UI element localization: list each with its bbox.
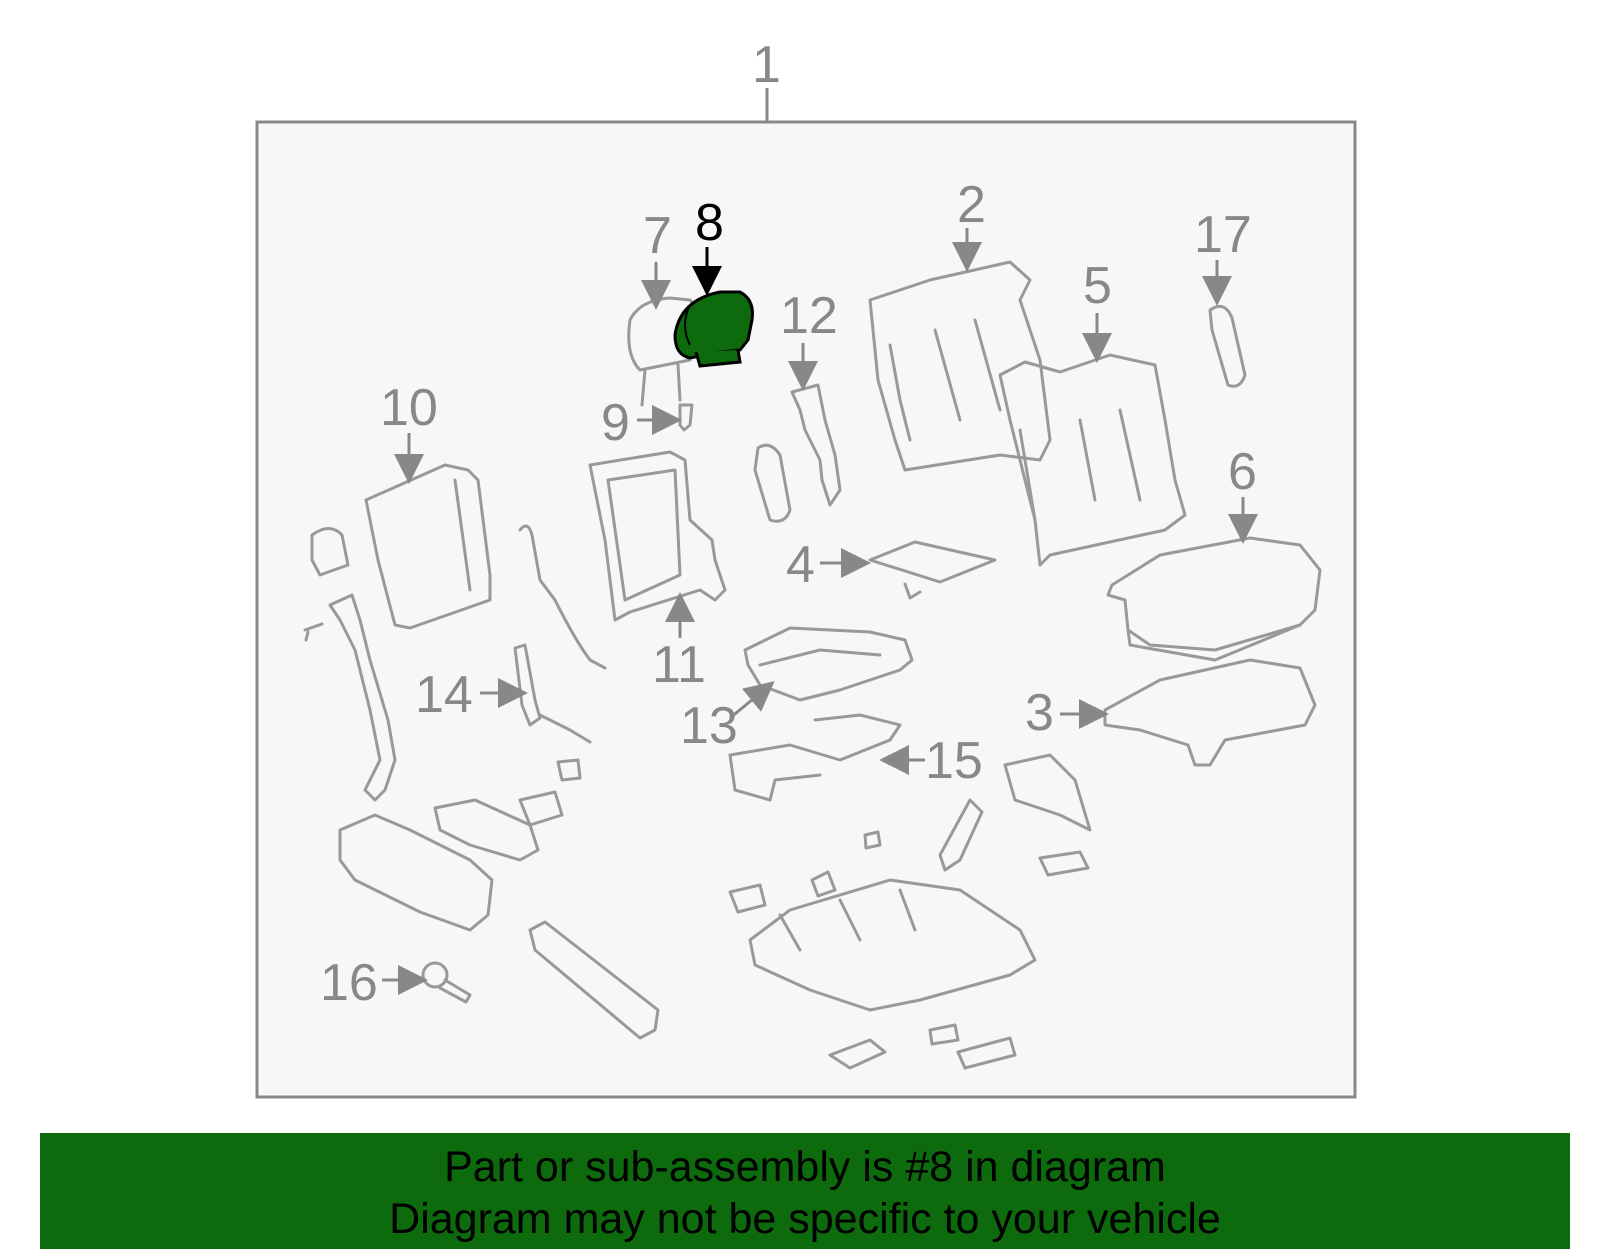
callout-5: 5 — [1083, 257, 1112, 315]
banner-line-2: Diagram may not be specific to your vehi… — [389, 1195, 1221, 1243]
callout-4: 4 — [786, 536, 815, 594]
callout-3: 3 — [1025, 684, 1054, 742]
banner-line-1: Part or sub-assembly is #8 in diagram — [444, 1143, 1166, 1191]
part-15-harness — [728, 713, 902, 802]
diagram-frame — [255, 120, 1357, 1099]
part-3-cushion-cover — [1103, 658, 1317, 767]
part-5-seat-back-cover — [998, 353, 1187, 567]
part-4-pad — [868, 540, 997, 600]
callout-14: 14 — [415, 666, 473, 724]
callout-7: 7 — [643, 207, 672, 265]
part-8-headrest-highlighted — [673, 290, 754, 368]
callout-15: 15 — [925, 732, 983, 790]
callout-9: 9 — [601, 394, 630, 452]
part-2-seat-back — [868, 260, 1052, 472]
callout-17: 17 — [1194, 206, 1252, 264]
callout-1: 1 — [752, 36, 781, 94]
part-12-bracket — [753, 383, 842, 523]
callout-8: 8 — [695, 194, 724, 252]
callout-10: 10 — [380, 379, 438, 437]
part-10-back-panel — [364, 463, 492, 630]
callout-13: 13 — [680, 697, 738, 755]
callout-2: 2 — [957, 176, 986, 234]
misc-parts — [303, 527, 1092, 1070]
part-13-cushion-frame — [743, 626, 914, 702]
callout-16: 16 — [320, 954, 378, 1012]
info-banner: Part or sub-assembly is #8 in diagram Di… — [40, 1133, 1570, 1249]
callout-6: 6 — [1228, 443, 1257, 501]
part-17 — [1208, 304, 1247, 388]
callout-12: 12 — [780, 287, 838, 345]
part-11-back-frame — [588, 450, 727, 622]
callout-11: 11 — [652, 636, 706, 694]
